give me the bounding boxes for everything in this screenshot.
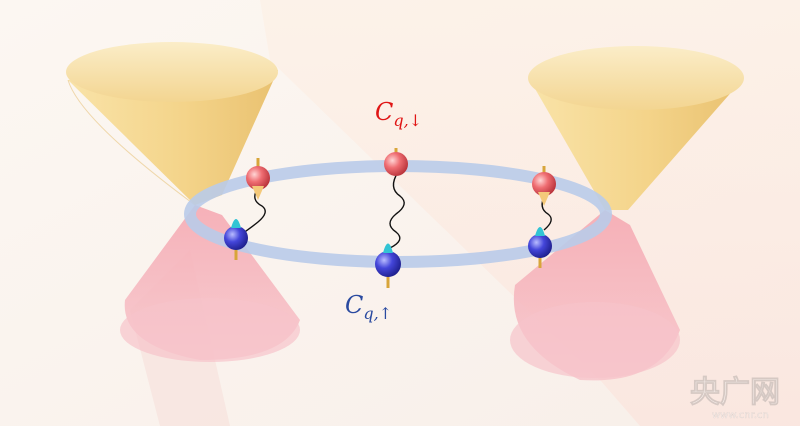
red-sphere-spin-down-icon	[384, 152, 408, 176]
watermark: 央广网 www.cnr.cn	[690, 375, 781, 422]
blue-sphere-spin-up-icon	[375, 251, 401, 277]
spin-down-label: Cq,↓	[375, 98, 422, 130]
pair-left	[224, 158, 270, 260]
blue-sphere-spin-up-icon	[528, 234, 552, 258]
red-sphere-spin-down-icon	[532, 172, 556, 196]
pair-center	[375, 148, 408, 288]
watermark-logo: 央广网	[690, 375, 780, 410]
blue-sphere-spin-up-icon	[224, 226, 248, 250]
spin-up-label: Cq,↑	[345, 291, 392, 323]
watermark-url: www.cnr.cn	[712, 410, 769, 421]
left-upper-cone	[66, 42, 278, 206]
left-lower-cone	[120, 205, 301, 362]
right-upper-cone	[528, 46, 744, 210]
red-sphere-spin-down-icon	[246, 166, 270, 190]
right-lower-cone	[510, 210, 680, 381]
pair-right	[528, 166, 556, 268]
